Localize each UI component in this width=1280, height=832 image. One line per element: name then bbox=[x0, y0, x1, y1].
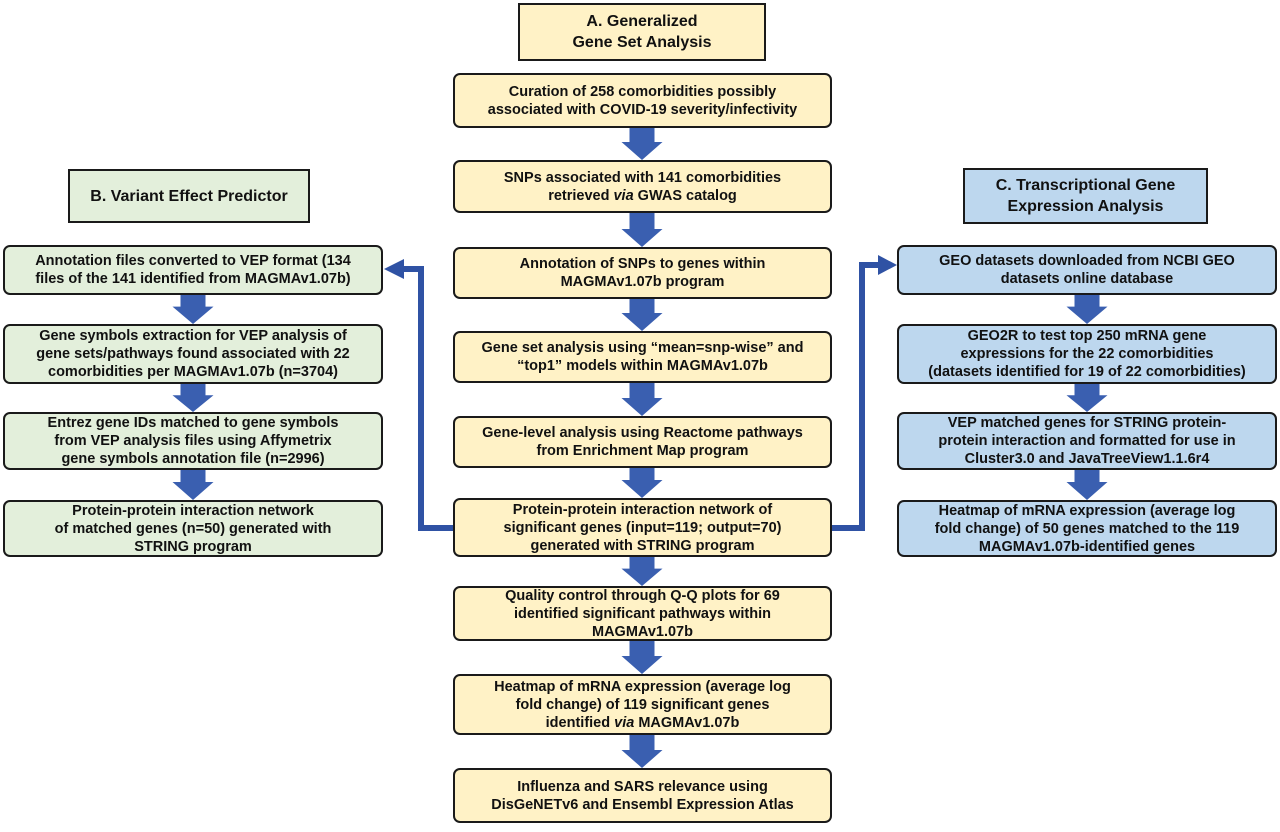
header-a-label: A. Generalized Gene Set Analysis bbox=[572, 13, 712, 51]
center-down-arrow-5 bbox=[621, 468, 663, 498]
center-step-text: Curation of 258 comorbidities possibly a… bbox=[487, 83, 798, 118]
center-down-arrow-2 bbox=[621, 213, 663, 247]
right-step-2-geo2r: GEO2R to test top 250 mRNA gene expressi… bbox=[897, 324, 1277, 384]
left-step-3-entrez-ids: Entrez gene IDs matched to gene symbols … bbox=[3, 412, 383, 470]
center-step-2-snps-gwas: SNPs associated with 141 comorbidities r… bbox=[453, 160, 832, 213]
text-part: MAGMAv1.07b bbox=[634, 714, 740, 731]
left-step-4-ppi-network: Protein-protein interaction network of m… bbox=[3, 500, 383, 557]
right-step-text: VEP matched genes for STRING protein- pr… bbox=[938, 415, 1236, 467]
text-part: SNPs associated with 141 comorbidities r… bbox=[503, 169, 782, 204]
text-part: GWAS catalog bbox=[633, 187, 737, 204]
text-part: Heatmap of mRNA expression (average log … bbox=[494, 678, 791, 731]
center-step-8-heatmap: Heatmap of mRNA expression (average log … bbox=[453, 674, 832, 735]
center-step-text: SNPs associated with 141 comorbidities r… bbox=[504, 169, 781, 205]
center-step-5-gene-level-analysis: Gene-level analysis using Reactome pathw… bbox=[453, 416, 832, 468]
left-step-2-gene-symbols-extraction: Gene symbols extraction for VEP analysis… bbox=[3, 324, 383, 384]
center-step-text: Protein-protein interaction network of s… bbox=[503, 501, 782, 554]
right-step-text: Heatmap of mRNA expression (average log … bbox=[934, 502, 1240, 555]
right-down-arrow-1 bbox=[1066, 295, 1108, 324]
header-transcriptional-gene-expression-analysis: C. Transcriptional Gene Expression Analy… bbox=[963, 168, 1208, 224]
center-down-arrow-8 bbox=[621, 735, 663, 768]
center-step-text: Gene set analysis using “mean=snp-wise” … bbox=[481, 340, 804, 374]
left-step-1-vep-format: Annotation files converted to VEP format… bbox=[3, 245, 383, 295]
italic-text: via bbox=[614, 714, 635, 731]
right-branch-arrow bbox=[832, 255, 897, 531]
center-down-arrow-3 bbox=[621, 299, 663, 331]
right-step-3-vep-string: VEP matched genes for STRING protein- pr… bbox=[897, 412, 1277, 470]
left-branch-arrow bbox=[384, 259, 453, 531]
right-step-text: GEO2R to test top 250 mRNA gene expressi… bbox=[928, 328, 1246, 380]
center-step-4-gene-set-analysis: Gene set analysis using “mean=snp-wise” … bbox=[453, 331, 832, 383]
header-c-label: C. Transcriptional Gene Expression Analy… bbox=[995, 177, 1176, 215]
center-step-text: Quality control through Q-Q plots for 69… bbox=[505, 587, 780, 640]
left-step-text: Protein-protein interaction network of m… bbox=[54, 502, 332, 555]
header-generalized-gene-set-analysis: A. Generalized Gene Set Analysis bbox=[518, 3, 766, 61]
left-step-text: Gene symbols extraction for VEP analysis… bbox=[36, 328, 350, 380]
center-step-text: Heatmap of mRNA expression (average log … bbox=[494, 678, 791, 732]
right-step-4-heatmap: Heatmap of mRNA expression (average log … bbox=[897, 500, 1277, 557]
left-step-text: Entrez gene IDs matched to gene symbols … bbox=[47, 415, 339, 467]
center-down-arrow-7 bbox=[621, 641, 663, 674]
center-step-9-influenza-sars: Influenza and SARS relevance using DisGe… bbox=[453, 768, 832, 823]
italic-text: via bbox=[613, 187, 634, 204]
center-step-text: Gene-level analysis using Reactome pathw… bbox=[482, 425, 803, 459]
right-step-text: GEO datasets downloaded from NCBI GEO da… bbox=[939, 253, 1235, 287]
left-down-arrow-1 bbox=[172, 295, 214, 324]
center-step-3-annotation: Annotation of SNPs to genes within MAGMA… bbox=[453, 247, 832, 299]
left-down-arrow-3 bbox=[172, 470, 214, 500]
left-step-text: Annotation files converted to VEP format… bbox=[35, 253, 351, 287]
right-down-arrow-2 bbox=[1066, 384, 1108, 412]
center-down-arrow-4 bbox=[621, 383, 663, 416]
center-step-6-ppi-network: Protein-protein interaction network of s… bbox=[453, 498, 832, 557]
right-step-1-geo-datasets: GEO datasets downloaded from NCBI GEO da… bbox=[897, 245, 1277, 295]
right-down-arrow-3 bbox=[1066, 470, 1108, 500]
header-variant-effect-predictor: B. Variant Effect Predictor bbox=[68, 169, 310, 223]
center-down-arrow-1 bbox=[621, 128, 663, 160]
center-step-text: Influenza and SARS relevance using DisGe… bbox=[491, 778, 794, 813]
center-down-arrow-6 bbox=[621, 557, 663, 586]
center-step-text: Annotation of SNPs to genes within MAGMA… bbox=[519, 256, 766, 290]
center-step-7-quality-control: Quality control through Q-Q plots for 69… bbox=[453, 586, 832, 641]
left-down-arrow-2 bbox=[172, 384, 214, 412]
header-b-label: B. Variant Effect Predictor bbox=[90, 187, 288, 205]
center-step-1-curation: Curation of 258 comorbidities possibly a… bbox=[453, 73, 832, 128]
